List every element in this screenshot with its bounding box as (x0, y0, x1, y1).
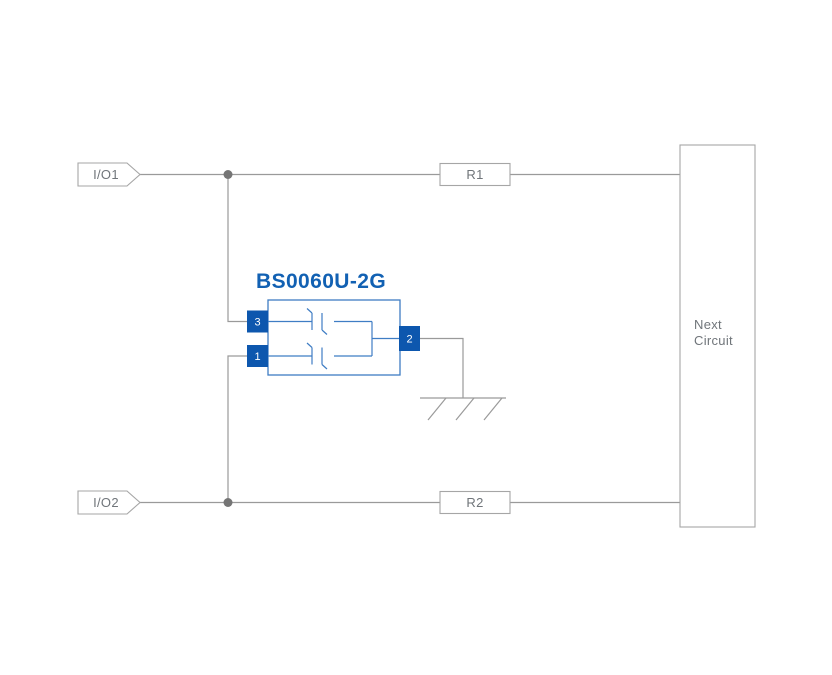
resistor-r1-box (439, 162, 511, 187)
junction-dot-bottom (223, 498, 233, 507)
internal-wiring (268, 320, 399, 357)
part-number-label: BS0060U-2G (256, 270, 386, 293)
resistor-r2-label: R2 (466, 495, 483, 510)
resistor-r1: R1 (439, 162, 511, 187)
ground-slash-1 (427, 397, 447, 421)
pin-2-number: 2 (406, 334, 412, 346)
pin-1-block (247, 345, 268, 367)
tvs-diode-component: 3 1 2 (247, 299, 420, 376)
next-circuit-label-line1: Next (694, 317, 722, 332)
io2-label: I/O2 (93, 495, 119, 510)
pin-3-number: 3 (254, 317, 260, 329)
wire-io1-to-pin3 (227, 174, 248, 323)
ground-symbol (420, 397, 506, 421)
io1-tag-shape (77, 162, 141, 187)
pin-3-block (247, 310, 268, 333)
io1-label: I/O1 (93, 167, 119, 182)
pin-2-block (399, 326, 420, 351)
wire-pin2-to-ground (420, 337, 464, 398)
wire-io2-to-pin1 (227, 355, 248, 503)
next-circuit-label-line2: Circuit (694, 333, 733, 348)
component-body (267, 299, 401, 376)
resistor-r1-label: R1 (466, 167, 483, 182)
io2-port: I/O2 (77, 490, 141, 515)
io2-tag-shape (77, 490, 141, 515)
resistor-r2: R2 (439, 490, 511, 515)
next-circuit-block: Next Circuit (679, 144, 756, 528)
pin-1-number: 1 (254, 351, 260, 363)
diode-symbol-top (306, 308, 328, 335)
next-circuit-box (679, 144, 756, 528)
ground-slash-3 (483, 397, 503, 421)
io1-port: I/O1 (77, 162, 141, 187)
junction-dot-top (223, 170, 233, 179)
diode-symbol-bottom (306, 342, 328, 370)
resistor-r2-box (439, 490, 511, 515)
ground-slash-2 (455, 397, 475, 421)
